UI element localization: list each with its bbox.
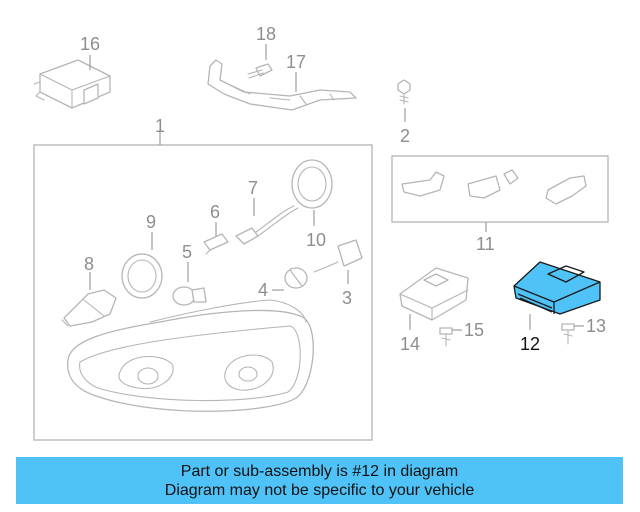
part-14-control-unit[interactable] [399, 267, 469, 321]
parts-diagram: 16 18 17 2 1 8 9 [33, 24, 609, 441]
assembly-1-frame [33, 144, 373, 441]
callout-6: 6 [210, 202, 220, 222]
part-13-screw[interactable] [561, 323, 575, 345]
part-15-screw[interactable] [439, 327, 453, 347]
callout-13: 13 [586, 316, 606, 336]
callout-18: 18 [256, 24, 276, 44]
part-18-screw[interactable] [247, 63, 273, 79]
part-4-cap[interactable] [284, 267, 308, 289]
callout-5: 5 [182, 242, 192, 262]
part-2-bolt[interactable] [397, 79, 411, 105]
callout-7: 7 [248, 178, 258, 198]
part-10-ring[interactable] [291, 159, 333, 209]
callout-3: 3 [342, 288, 352, 308]
part-12-highlighted[interactable] [513, 261, 601, 315]
callout-9: 9 [146, 212, 156, 232]
part-6-socket[interactable] [203, 233, 229, 255]
callout-4: 4 [258, 280, 268, 300]
part-11-brackets[interactable] [401, 169, 587, 205]
part-16-module[interactable] [33, 59, 111, 109]
callout-16: 16 [80, 34, 100, 54]
callout-1: 1 [155, 116, 165, 136]
callout-2: 2 [400, 126, 410, 146]
part-5-bulb[interactable] [172, 286, 207, 306]
part-7-harness[interactable] [235, 205, 299, 245]
bracket-set-11-frame [391, 155, 609, 223]
callout-17: 17 [286, 52, 306, 72]
headlamp-housing[interactable] [66, 299, 314, 412]
callout-12: 12 [520, 334, 540, 354]
part-8-bulb[interactable] [61, 289, 117, 327]
part-3-hid-bulb[interactable] [313, 239, 363, 273]
info-banner: Part or sub-assembly is #12 in diagram D… [16, 457, 623, 504]
banner-line-2: Diagram may not be specific to your vehi… [164, 481, 475, 499]
callout-14: 14 [400, 334, 420, 354]
part-17-bracket[interactable] [207, 59, 357, 111]
callout-10: 10 [306, 230, 326, 250]
part-9-ring[interactable] [121, 253, 163, 299]
callout-8: 8 [84, 254, 94, 274]
callout-15: 15 [464, 320, 484, 340]
callout-11: 11 [476, 234, 495, 254]
banner-line-1: Part or sub-assembly is #12 in diagram [180, 462, 459, 480]
